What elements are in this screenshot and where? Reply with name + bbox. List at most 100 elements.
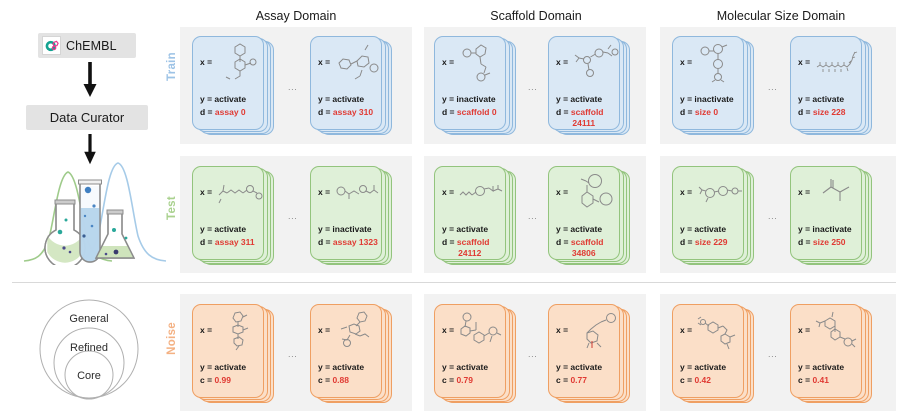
flasks-distribution-illustration bbox=[22, 160, 168, 269]
nested-scope-circles: General Refined Core bbox=[24, 297, 154, 409]
card-front[interactable]: x = y = activate c = 0.99 bbox=[192, 304, 264, 398]
card-train-size-1[interactable]: x = y = activate d = size 228 bbox=[790, 36, 872, 136]
card-front[interactable]: x = y = activate d = assay 0 bbox=[192, 36, 264, 130]
molecule-structure-icon bbox=[335, 311, 381, 351]
molecule-structure-icon bbox=[335, 43, 381, 83]
x-label: x = bbox=[556, 57, 569, 67]
data-curator-label: Data Curator bbox=[49, 110, 125, 125]
card-front[interactable]: x = y = activate d = assay 310 bbox=[310, 36, 382, 130]
card-train-scaffold-0[interactable]: x = y = inactivate d = scaffold 0 bbox=[434, 36, 516, 136]
column-title-size: Molecular Size Domain bbox=[716, 9, 846, 23]
card-front[interactable]: x = y = activate c = 0.79 bbox=[434, 304, 506, 398]
molecule-structure-icon bbox=[697, 43, 743, 83]
row-label-train: Train bbox=[166, 52, 178, 81]
d-label: c = 0.79 bbox=[442, 375, 473, 385]
card-train-assay-0[interactable]: x = y = activate d = assay 0 bbox=[192, 36, 274, 136]
y-label: y = activate bbox=[318, 362, 365, 372]
x-label: x = bbox=[556, 187, 569, 197]
x-label: x = bbox=[200, 325, 213, 335]
x-label: x = bbox=[798, 187, 811, 197]
y-label: y = activate bbox=[798, 362, 845, 372]
card-front[interactable]: x = y = activate c = 0.42 bbox=[672, 304, 744, 398]
card-front[interactable]: x = y = activate c = 0.41 bbox=[790, 304, 862, 398]
molecule-structure-icon bbox=[459, 43, 505, 83]
chembl-source-chip: ChEMBL bbox=[38, 33, 136, 58]
ellipsis-noise-size: ... bbox=[768, 349, 778, 359]
card-noise-assay-0[interactable]: x = y = activate c = 0.99 bbox=[192, 304, 274, 404]
y-label: y = activate bbox=[200, 94, 247, 104]
x-label: x = bbox=[442, 187, 455, 197]
molecule-structure-icon bbox=[217, 311, 263, 351]
d-label: c = 0.41 bbox=[798, 375, 829, 385]
card-test-assay-0[interactable]: x = y = activate d = assay 311 bbox=[192, 166, 274, 266]
d-label: d = size 228 bbox=[798, 107, 846, 117]
x-label: x = bbox=[318, 325, 331, 335]
card-test-size-1[interactable]: x = y = inactivate d = size 250 bbox=[790, 166, 872, 266]
y-label: y = inactivate bbox=[442, 94, 496, 104]
x-label: x = bbox=[442, 57, 455, 67]
d-label: d = size 0 bbox=[680, 107, 719, 117]
d-label: c = 0.99 bbox=[200, 375, 231, 385]
x-label: x = bbox=[442, 325, 455, 335]
card-test-size-0[interactable]: x = y = activate d = size 229 bbox=[672, 166, 754, 266]
card-test-assay-1[interactable]: x = y = inactivate d = assay 1323 bbox=[310, 166, 392, 266]
card-noise-assay-1[interactable]: x = y = activate c = 0.88 bbox=[310, 304, 392, 404]
y-label: y = activate bbox=[200, 224, 247, 234]
y-label: y = inactivate bbox=[318, 224, 372, 234]
y-label: y = activate bbox=[442, 362, 489, 372]
x-label: x = bbox=[798, 325, 811, 335]
d-label: d = assay 310 bbox=[318, 107, 374, 117]
x-label: x = bbox=[318, 187, 331, 197]
d-label: c = 0.77 bbox=[556, 375, 587, 385]
data-pipeline-panel: ChEMBL Data Curator bbox=[0, 0, 168, 418]
card-front[interactable]: x = y = activate c = 0.77 bbox=[548, 304, 620, 398]
ellipsis-train-size: ... bbox=[768, 82, 778, 92]
x-label: x = bbox=[200, 187, 213, 197]
y-label: y = activate bbox=[798, 94, 845, 104]
card-noise-size-1[interactable]: x = y = activate c = 0.41 bbox=[790, 304, 872, 404]
data-curator-chip: Data Curator bbox=[26, 105, 148, 130]
d-label: c = 0.42 bbox=[680, 375, 711, 385]
card-noise-size-0[interactable]: x = y = activate c = 0.42 bbox=[672, 304, 754, 404]
down-arrow-icon bbox=[83, 62, 97, 98]
column-title-assay: Assay Domain bbox=[255, 9, 337, 23]
venn-label-core: Core bbox=[77, 370, 101, 382]
d-label: c = 0.88 bbox=[318, 375, 349, 385]
card-front[interactable]: x = y = inactivate d = assay 1323 bbox=[310, 166, 382, 260]
y-label: y = activate bbox=[318, 94, 365, 104]
x-label: x = bbox=[680, 57, 693, 67]
ellipsis-test-scaffold: ... bbox=[528, 211, 538, 221]
x-label: x = bbox=[680, 187, 693, 197]
card-front[interactable]: x = y = inactivate d = scaffold 0 bbox=[434, 36, 506, 130]
molecule-structure-icon bbox=[697, 311, 743, 351]
card-front[interactable]: x = y = activate d = size 228 bbox=[790, 36, 862, 130]
chembl-logo-icon bbox=[42, 36, 61, 55]
card-front[interactable]: x = y = activate d = assay 311 bbox=[192, 166, 264, 260]
card-train-assay-1[interactable]: x = y = activate d = assay 310 bbox=[310, 36, 392, 136]
y-label: y = activate bbox=[556, 362, 603, 372]
card-front[interactable]: x = y = inactivate d = size 0 bbox=[672, 36, 744, 130]
d-label: d = size 250 bbox=[798, 237, 846, 247]
card-front[interactable]: x = y = activate c = 0.88 bbox=[310, 304, 382, 398]
card-train-size-0[interactable]: x = y = inactivate d = size 0 bbox=[672, 36, 754, 136]
card-front[interactable]: x = y = inactivate d = size 250 bbox=[790, 166, 862, 260]
card-front[interactable]: x = y = activate d = size 229 bbox=[672, 166, 744, 260]
ellipsis-noise-assay: ... bbox=[288, 349, 298, 359]
card-noise-scaffold-0[interactable]: x = y = activate c = 0.79 bbox=[434, 304, 516, 404]
y-label: y = activate bbox=[680, 362, 727, 372]
column-title-scaffold: Scaffold Domain bbox=[490, 9, 582, 23]
venn-label-refined: Refined bbox=[70, 342, 108, 354]
molecule-structure-icon bbox=[697, 173, 743, 213]
ellipsis-test-assay: ... bbox=[288, 211, 298, 221]
card-noise-scaffold-1[interactable]: x = y = activate c = 0.77 bbox=[548, 304, 630, 404]
y-label: y = activate bbox=[556, 94, 603, 104]
